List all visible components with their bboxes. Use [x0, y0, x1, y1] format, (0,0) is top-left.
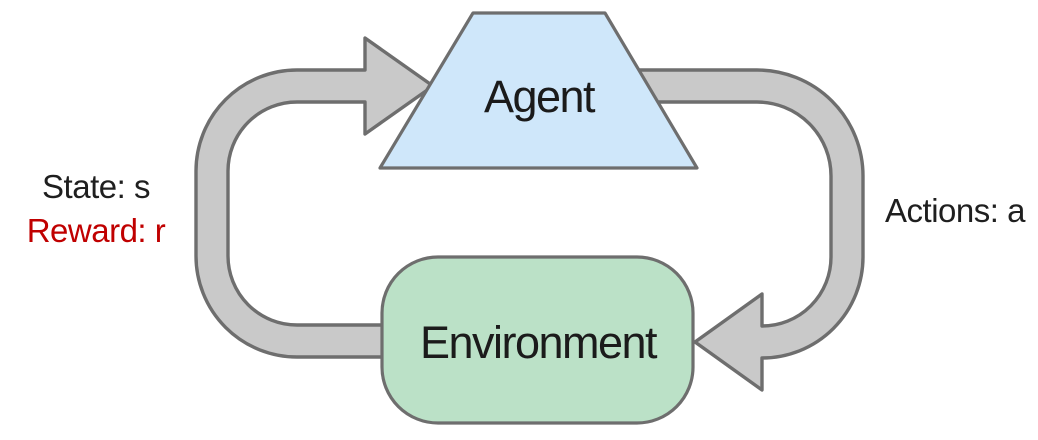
reward-label: Reward: r: [27, 212, 166, 249]
agent-label: Agent: [484, 71, 596, 122]
agent-node: [378, 11, 699, 170]
environment-label: Environment: [420, 317, 658, 368]
environment-node: [380, 255, 695, 425]
state-label: State: s: [42, 168, 150, 205]
actions-label: Actions: a: [885, 192, 1026, 229]
state-reward-arrow: [194, 36, 435, 359]
